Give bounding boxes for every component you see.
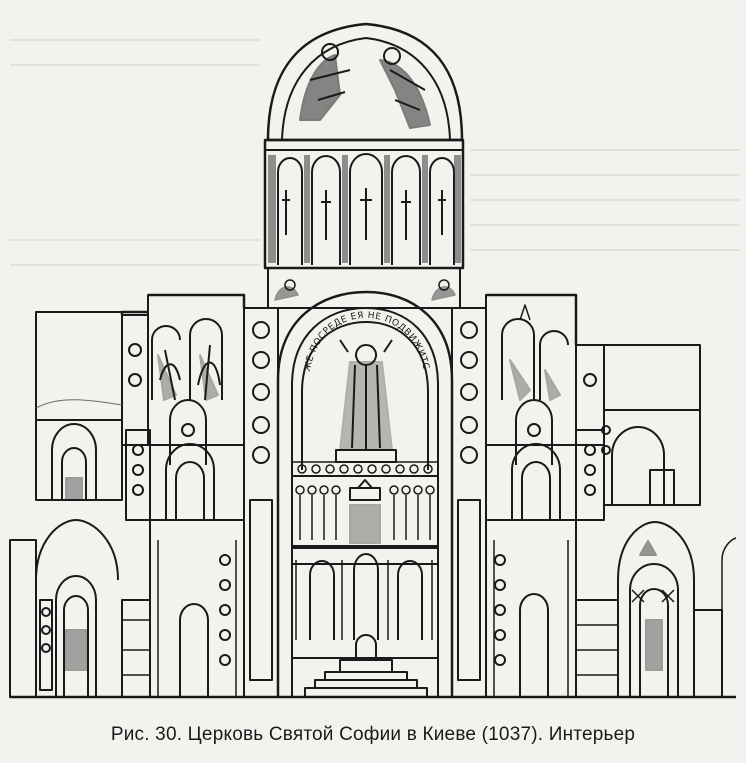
evangelists: [274, 279, 456, 301]
roofline: [120, 293, 578, 345]
left-upper-wall: [121, 294, 245, 446]
lower-apse-windows: [291, 547, 439, 640]
bleed-through-text: [10, 39, 740, 266]
church-interior-drawing: ЖЕ ПОСРЕДЕ ЕЯ НЕ ПОДВИЖИТСЯ: [0, 0, 740, 699]
svg-text:ЖЕ ПОСРЕДЕ ЕЯ НЕ ПОДВИЖИТСЯ: ЖЕ ПОСРЕДЕ ЕЯ НЕ ПОДВИЖИТСЯ: [0, 0, 431, 372]
right-inner-pier: [451, 307, 487, 698]
figure-caption: Рис. 30. Церковь Святой Софии в Киеве (1…: [110, 724, 636, 745]
right-gallery-arch: [485, 399, 605, 521]
apostles-row: [291, 475, 439, 547]
far-left-aisle: [9, 311, 151, 698]
right-upper-wall: [485, 294, 605, 446]
left-lower-arcade: [149, 519, 245, 698]
arch-inscription: ЖЕ ПОСРЕДЕ ЕЯ НЕ ПОДВИЖИТСЯ: [0, 0, 430, 372]
far-right-aisle: [575, 344, 737, 698]
left-inner-pier: [243, 307, 279, 698]
ornament-band: [291, 461, 439, 477]
central-apse-arch: ЖЕ ПОСРЕДЕ ЕЯ НЕ ПОДВИЖИТСЯ: [0, 0, 454, 697]
central-dome: [266, 22, 464, 142]
left-gallery-arch: [125, 399, 245, 521]
altar-steps: [292, 634, 438, 698]
upper-crossing: [267, 267, 461, 309]
dome-drum: [263, 138, 465, 270]
right-lower-arcade: [485, 519, 577, 698]
